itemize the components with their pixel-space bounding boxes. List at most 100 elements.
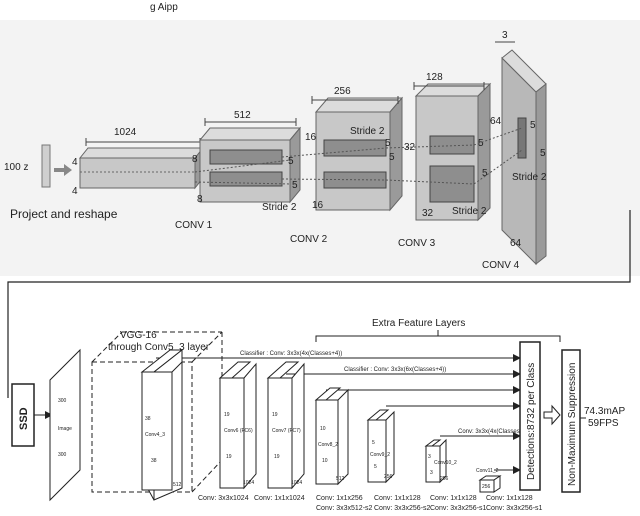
connector-line <box>7 210 631 398</box>
conv9-2-layer <box>366 409 395 484</box>
z-input-label: 100 z <box>4 162 28 173</box>
conv6-d3: 1024 <box>243 480 254 486</box>
conv7-d3: 1024 <box>291 480 302 486</box>
conv10-2-name: Conv10_2 <box>434 460 457 466</box>
conv6-name: Conv6 (FC6) <box>224 428 253 434</box>
conv4-label: CONV 4 <box>482 260 520 271</box>
conv8-2-d3: 512 <box>336 476 345 482</box>
z-vector <box>41 144 51 188</box>
block4-b: 32 <box>422 208 434 219</box>
block2-width: 512 <box>234 110 251 121</box>
conv9-2-d1: 5 <box>372 440 375 446</box>
conv10-2-d2: 3 <box>430 470 433 476</box>
vgg-title: VGG-16 <box>120 330 157 341</box>
block4-width: 128 <box>426 72 443 83</box>
spec-6-l1: Conv: 1x1x128 <box>486 495 533 502</box>
image-dim-a: 300 <box>58 398 67 404</box>
spec-5-l2: Conv: 3x3x256-s1 <box>430 505 487 512</box>
conv8-2-layer <box>314 387 349 486</box>
ssd-label: SSD <box>18 407 30 430</box>
spec-3-l2: Conv: 3x3x512-s2 <box>316 505 373 512</box>
conv8-2-d1: 10 <box>320 426 326 432</box>
block3-a: 16 <box>305 132 317 143</box>
block5-a: 64 <box>490 116 502 127</box>
classifier-1-label: Classifier : Conv: 3x3x(4x(Classes+4)) <box>240 351 342 357</box>
conv4-3-d2: 38 <box>151 458 157 464</box>
spec-3-l1: Conv: 1x1x256 <box>316 495 363 502</box>
detections-label: Detections:8732 per Class <box>526 363 537 480</box>
block3-d: 5 <box>389 152 395 163</box>
extra-layers-brace <box>315 335 561 342</box>
conv10-2-layer <box>424 438 447 484</box>
block2-c: 5 <box>288 156 294 167</box>
project-reshape-label: Project and reshape <box>10 207 118 221</box>
project-arrow-icon <box>54 164 72 176</box>
block1-side: 4 <box>72 157 78 168</box>
nms-label: Non-Maximum Suppression <box>567 363 578 486</box>
spec-4-l2: Conv: 3x3x256-s2 <box>374 505 431 512</box>
result-map: 74.3mAP <box>584 406 625 417</box>
conv11-2-layer <box>478 475 502 493</box>
block2-stride: Stride 2 <box>262 202 297 213</box>
block4-d: 5 <box>482 168 488 179</box>
conv9-2-name: Conv9_2 <box>370 452 390 458</box>
block1-height: 4 <box>72 186 78 197</box>
block3-c: 5 <box>385 138 391 149</box>
conv11-2-name: Conv11_2 <box>476 468 499 474</box>
spec-5-l1: Conv: 1x1x128 <box>430 495 477 502</box>
conv9-2-d3: 256 <box>384 474 393 480</box>
conv11-2-d3: 256 <box>482 484 491 490</box>
block1-width: 1024 <box>114 127 137 138</box>
block2-a: 8 <box>192 154 198 165</box>
conv10-2-d1: 3 <box>428 454 431 460</box>
block4-a: 32 <box>404 142 416 153</box>
classifier-3-label: Conv: 3x3x(4x(Classes+4)) <box>458 429 531 435</box>
conv6-d1: 19 <box>224 412 230 418</box>
conv4-3-d1: 38 <box>145 416 151 422</box>
detections-box <box>519 341 541 491</box>
conv3-label: CONV 3 <box>398 238 436 249</box>
spec-2-l1: Conv: 1x1x1024 <box>254 495 305 502</box>
spec-6-l2: Conv: 3x3x256-s1 <box>486 505 543 512</box>
conv2-label: CONV 2 <box>290 234 328 245</box>
nms-arrow-icon <box>543 404 561 426</box>
conv7-d1: 19 <box>272 412 278 418</box>
conv7-d2: 19 <box>274 454 280 460</box>
result-fps: 59FPS <box>588 418 619 429</box>
block5-stride: Stride 2 <box>512 172 547 183</box>
conv8-2-d2: 10 <box>322 458 328 464</box>
conv7-name: Conv7 (FC7) <box>272 428 301 434</box>
conv1-label: CONV 1 <box>175 220 213 231</box>
block2-b: 8 <box>197 194 203 205</box>
caption-fragment: g Aipp <box>150 2 178 13</box>
block5-d: 5 <box>540 148 546 159</box>
classifier-2-label: Classifier : Conv: 3x3x(6x(Classes+4)) <box>344 367 446 373</box>
conv6-layer <box>218 361 257 490</box>
image-label: Image <box>58 426 72 432</box>
nms-box <box>561 349 581 493</box>
block4-c: 5 <box>478 138 484 149</box>
dcgan-block-3 <box>311 96 404 212</box>
input-image-slab <box>49 348 81 502</box>
conv4-3-d3: 512 <box>173 482 182 488</box>
conv6-d2: 19 <box>226 454 232 460</box>
conv4-3-name: Conv4_3 <box>145 432 165 438</box>
dcgan-block-2 <box>198 118 302 204</box>
dcgan-block-4 <box>413 82 492 222</box>
block2-d: 5 <box>292 180 298 191</box>
conv9-2-d2: 5 <box>374 464 377 470</box>
block5-channels: 3 <box>502 30 508 41</box>
dcgan-block-1 <box>78 138 205 190</box>
conv10-2-d3: 256 <box>440 476 449 482</box>
dcgan-output-image <box>495 41 547 266</box>
block4-stride: Stride 2 <box>452 206 487 217</box>
conv4-3-layer <box>140 348 184 501</box>
conv7-layer <box>266 361 305 490</box>
block3-b: 16 <box>312 200 324 211</box>
kernel-dashed-lines <box>194 127 523 185</box>
block5-c: 5 <box>530 120 536 131</box>
spec-4-l1: Conv: 1x1x128 <box>374 495 421 502</box>
block5-b: 64 <box>510 238 522 249</box>
spec-1-l1: Conv: 3x3x1024 <box>198 495 249 502</box>
